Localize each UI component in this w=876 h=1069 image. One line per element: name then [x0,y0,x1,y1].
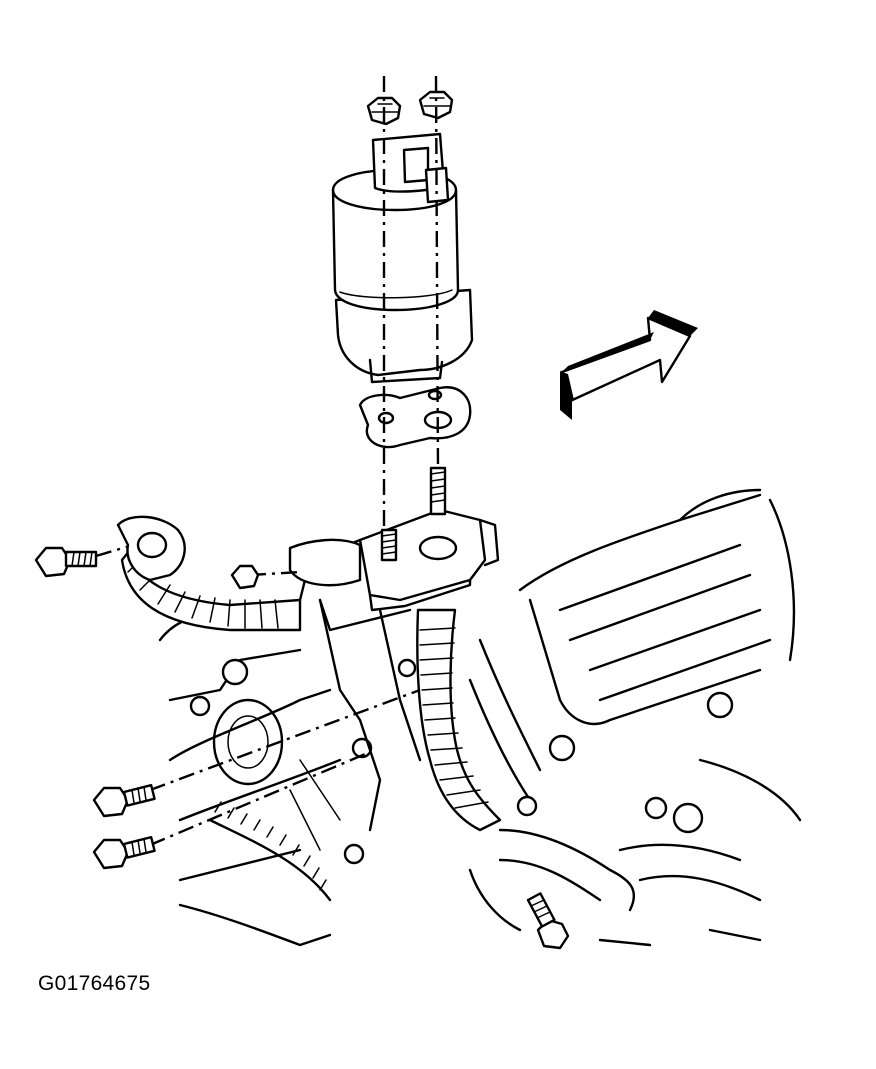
bolt-lower-left-1 [92,784,156,818]
mounting-stud-right [429,466,447,516]
bolt-lower-right [526,892,570,950]
bolt-upper-left [34,546,98,578]
exhaust-manifold [468,758,802,947]
egr-mounting-base [288,508,500,632]
valve-cover [468,488,796,834]
egr-nut-right [418,90,454,120]
figure-id-label: G01764675 [38,972,151,995]
bolt-lower-left-2 [92,836,156,870]
bracket-left [116,515,186,582]
front-direction-arrow [560,310,698,420]
egr-valve [331,132,474,384]
egr-gasket [358,386,472,449]
nut-small-left [230,564,260,590]
mounting-stud-left [380,528,398,562]
engine-block [158,538,422,947]
alignment-lines [95,75,440,847]
corrugated-pipe-vertical [416,608,502,832]
